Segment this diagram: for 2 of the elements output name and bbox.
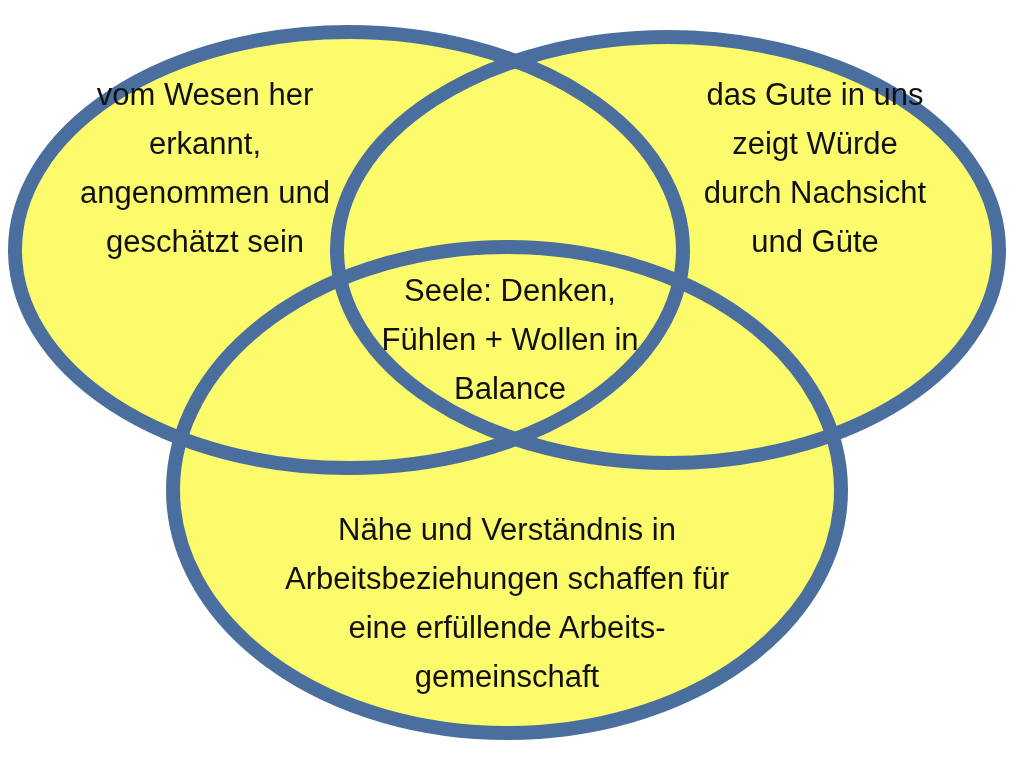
center-label: Seele: Denken, Fühlen + Wollen in Balance xyxy=(380,272,640,408)
circle-label: Nähe und Verständnis in Arbeitsbeziehungen schaffen für eine erfüllende Arbeits-gemeinschaft xyxy=(283,511,731,696)
